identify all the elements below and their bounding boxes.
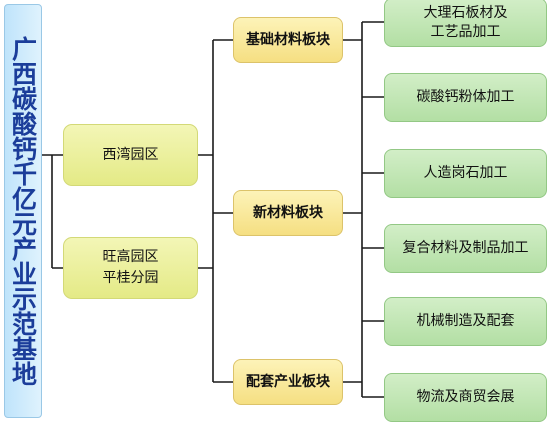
park-wanggao-pinggui: 旺高园区 平桂分园 bbox=[63, 237, 198, 299]
industry-caco3-powder: 碳酸钙粉体加工 bbox=[384, 73, 547, 122]
industry-label-line2: 工艺品加工 bbox=[430, 23, 501, 40]
park-label-line2: 平桂分园 bbox=[102, 270, 159, 286]
industry-label-line1: 复合材料及制品加工 bbox=[402, 240, 529, 256]
industry-label-line1: 人造岗石加工 bbox=[423, 165, 508, 181]
connector-parks-sectors bbox=[198, 39, 233, 383]
park-xiwan: 西湾园区 bbox=[63, 124, 198, 186]
industry-composite-materials: 复合材料及制品加工 bbox=[384, 224, 547, 273]
connector-sectors-industries bbox=[343, 21, 384, 398]
base-title-box: 广西碳酸钙千亿元产业示范基地 bbox=[4, 4, 42, 418]
sector-new-materials: 新材料板块 bbox=[233, 190, 343, 236]
base-title: 广西碳酸钙千亿元产业示范基地 bbox=[8, 36, 38, 386]
park-label-line1: 旺高园区 bbox=[102, 249, 159, 265]
industry-logistics-trade: 物流及商贸会展 bbox=[384, 373, 547, 422]
sector-label: 配套产业板块 bbox=[246, 374, 330, 390]
industry-label-line1: 碳酸钙粉体加工 bbox=[416, 89, 515, 105]
sector-supporting-industry: 配套产业板块 bbox=[233, 359, 343, 405]
industry-label-line1: 物流及商贸会展 bbox=[416, 389, 515, 405]
industry-label-line1: 大理石板材及 bbox=[423, 4, 508, 21]
industry-artificial-stone: 人造岗石加工 bbox=[384, 149, 547, 198]
industry-label-line1: 机械制造及配套 bbox=[416, 313, 515, 329]
sector-label: 新材料板块 bbox=[253, 205, 323, 221]
sector-label: 基础材料板块 bbox=[246, 32, 330, 48]
industry-marble-crafts: 大理石板材及 工艺品加工 bbox=[384, 0, 547, 47]
connector-title-parks bbox=[42, 154, 63, 269]
park-label-line1: 西湾园区 bbox=[102, 146, 159, 163]
industry-machinery: 机械制造及配套 bbox=[384, 297, 547, 346]
sector-basic-materials: 基础材料板块 bbox=[233, 17, 343, 63]
